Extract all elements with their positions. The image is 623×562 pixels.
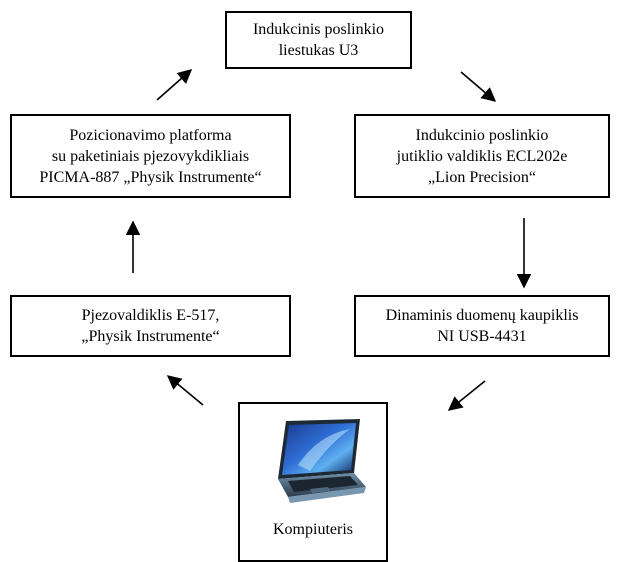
arrow-daq-to-computer — [447, 380, 486, 411]
arrow-platform-to-sensor — [156, 69, 193, 101]
arrows-layer — [125, 69, 532, 411]
node-driver-line-3: „Lion Precision“ — [428, 168, 536, 186]
node-daq: Dinaminis duomenų kaupiklis NI USB-4431 — [354, 295, 610, 357]
node-platform-line-1: Pozicionavimo platforma — [69, 126, 232, 144]
node-piezo-controller: Pjezovaldiklis E-517, „Physik Instrument… — [10, 295, 291, 357]
node-driver-line-2: jutiklio valdiklis ECL202e — [396, 147, 568, 165]
node-driver: Indukcinio poslinkio jutiklio valdiklis … — [354, 114, 610, 198]
laptop-image — [278, 419, 366, 503]
node-computer: Kompiuteris — [238, 402, 388, 562]
node-sensor-line-2: liestukas U3 — [278, 42, 359, 59]
arrow-sensor-to-driver — [460, 71, 497, 102]
node-platform-line-2: su paketiniais pjezovykdikliais — [51, 147, 250, 165]
node-platform-line-3: PICMA-887 „Physik Instrumente“ — [39, 168, 262, 186]
node-computer-label: Kompiuteris — [273, 521, 353, 538]
node-piezo-line-2: „Physik Instrumente“ — [81, 328, 220, 345]
arrow-computer-to-piezo — [166, 375, 204, 406]
node-daq-line-1: Dinaminis duomenų kaupiklis — [385, 307, 579, 324]
node-driver-line-1: Indukcinio poslinkio — [415, 126, 549, 144]
node-platform: Pozicionavimo platforma su paketiniais p… — [10, 114, 291, 198]
node-sensor-line-1: Indukcinis poslinkio — [252, 21, 385, 38]
node-piezo-line-1: Pjezovaldiklis E-517, — [81, 307, 220, 324]
node-daq-line-2: NI USB-4431 — [437, 328, 527, 345]
node-sensor: Indukcinis poslinkio liestukas U3 — [225, 11, 412, 69]
